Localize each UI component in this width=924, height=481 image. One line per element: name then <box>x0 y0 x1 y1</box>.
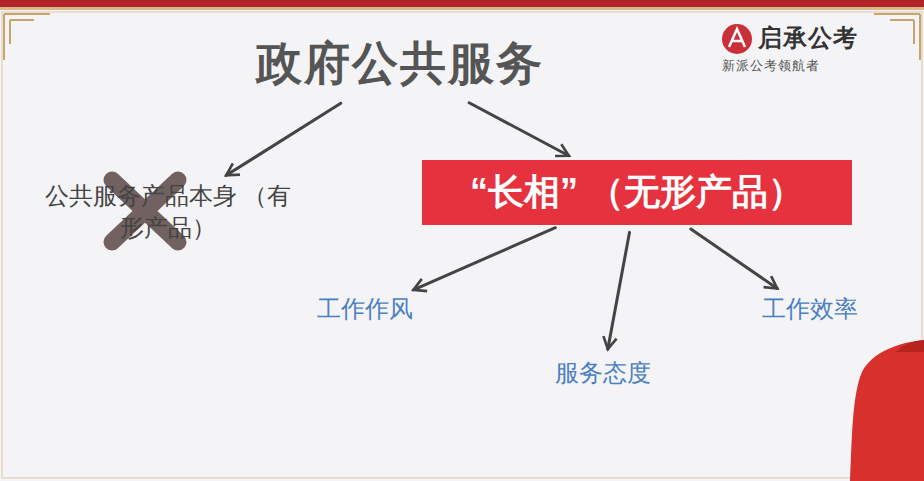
node-text: “长相” （无形产品） <box>470 168 804 217</box>
brand-tagline: 新派公考领航者 <box>722 57 820 75</box>
node-text: 工作作风 <box>313 293 417 325</box>
node-text: 服务态度 <box>551 357 655 389</box>
logo-icon <box>722 24 752 54</box>
node-text: 公共服务产品本身 （有形产品） <box>39 180 297 245</box>
aspect-label: 服务态度 <box>551 357 655 393</box>
highlight-box: “长相” （无形产品） <box>422 160 852 225</box>
root-concept: 政府公共服务 <box>252 33 548 99</box>
corner-ornament <box>874 14 920 60</box>
flow-arrow <box>413 228 555 290</box>
aspect-label: 工作效率 <box>758 293 862 329</box>
flow-arrow <box>608 232 630 349</box>
top-band <box>0 0 924 7</box>
corner-ornament <box>4 14 50 60</box>
node-text: 工作效率 <box>758 293 862 325</box>
gold-line <box>0 7 924 10</box>
node-text: 政府公共服务 <box>252 33 548 95</box>
slide-frame <box>2 12 922 478</box>
flow-arrow <box>226 103 341 175</box>
aspect-label: 工作作风 <box>313 293 417 329</box>
flow-arrow <box>469 103 569 156</box>
flow-arrow <box>691 229 777 288</box>
presenter-figure <box>850 340 924 481</box>
brand-name: 启承公考 <box>758 22 858 54</box>
struck-concept: 公共服务产品本身 （有形产品） <box>39 180 297 245</box>
